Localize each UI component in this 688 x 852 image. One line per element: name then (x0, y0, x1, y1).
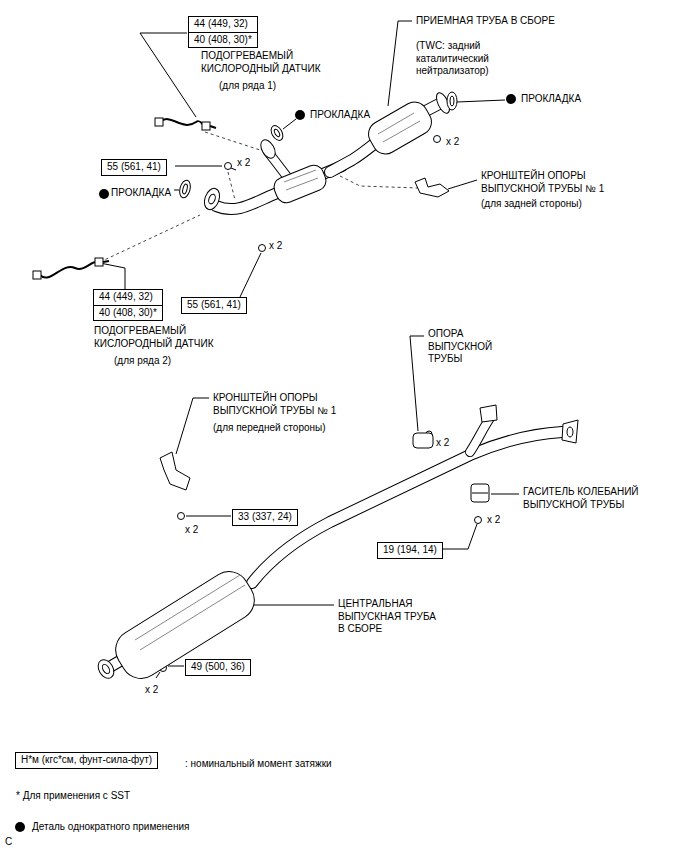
flange (202, 186, 223, 211)
legend-text: Деталь однократного применения (31, 821, 190, 834)
guide-line (205, 132, 260, 150)
leader-line (245, 605, 334, 606)
flange (95, 657, 117, 681)
part-label: x 2 (268, 240, 283, 253)
part-label: ПРОКЛАДКА (520, 93, 582, 106)
part-label: * Для применения с SST (15, 790, 131, 803)
part-label: ПОДОГРЕВАЕМЫЙ КИСЛОРОДНЫЙ ДАТЧИК (93, 325, 220, 350)
leader-line (175, 166, 222, 167)
torque-value: 44 (449, 32) (189, 17, 257, 32)
torque-value: 44 (449, 32) (94, 290, 162, 305)
exhaust-hanger (413, 433, 433, 448)
part-label: ОПОРА ВЫПУСКНОЙ ТРУБЫ (427, 328, 501, 366)
leader-line (174, 190, 179, 191)
gasket (447, 92, 457, 110)
leader-line (283, 119, 296, 129)
catalytic-converter (271, 162, 329, 206)
gasket-hole (273, 129, 280, 138)
torque-value: 49 (500, 36) (186, 660, 250, 675)
part-label: x 2 (236, 157, 251, 170)
legend-dot (15, 822, 25, 832)
shading (284, 170, 318, 190)
part-label: (для ряда 2) (113, 355, 172, 368)
part-label: x 2 (486, 514, 501, 527)
flange-hole (207, 193, 216, 204)
torque-value: Н*м (кгс*см, фунт-сила-фут) (16, 753, 157, 768)
bracket (160, 452, 190, 490)
leader-line (388, 21, 412, 106)
part-label: ПРИЕМНАЯ ТРУБА В СБОРЕ (415, 15, 556, 28)
shading (378, 113, 420, 142)
bracket (415, 178, 449, 197)
torque-box: Н*м (кгс*см, фунт-сила-фут) (15, 752, 158, 769)
oxygen-sensor (33, 258, 109, 279)
vibration-damper (472, 493, 488, 494)
torque-value: 55 (561, 41) (182, 298, 246, 313)
part-label: КРОНШТЕЙН ОПОРЫ ВЫПУСКНОЙ ТРУБЫ № 1 (480, 170, 607, 195)
part-label: (для ряда 1) (218, 80, 277, 93)
torque-value: 19 (194, 14) (378, 543, 442, 558)
torque-value: 40 (408, 30)* (189, 32, 257, 48)
flange (480, 405, 497, 422)
torque-box: 33 (337, 24) (232, 509, 298, 526)
leader-line (186, 516, 231, 517)
torque-value: 55 (561, 41) (102, 160, 166, 175)
part-label: ГАСИТЕЛЬ КОЛЕБАНИЙ ВЫПУСКНОЙ ТРУБЫ (522, 486, 654, 511)
torque-box: 49 (500, 36) (185, 659, 251, 676)
leader-line (100, 263, 125, 289)
part-label: ПРОКЛАДКА (309, 109, 371, 122)
torque-box: 44 (449, 32)40 (408, 30)* (188, 16, 258, 48)
leader-line (410, 336, 424, 431)
part-label: x 2 (144, 684, 159, 697)
part-label: ПОДОГРЕВАЕМЫЙ КИСЛОРОДНЫЙ ДАТЧИК (200, 50, 327, 75)
torque-box: 19 (194, 14) (377, 542, 443, 559)
oxygen-sensor (155, 118, 216, 130)
flange (258, 137, 278, 160)
flange-hole (567, 427, 573, 437)
part-label: КРОНШТЕЙН ОПОРЫ ВЫПУСКНОЙ ТРУБЫ № 1 (212, 392, 344, 417)
part-label: x 2 (184, 524, 199, 537)
part-label: (для задней стороны) (480, 198, 583, 211)
leader-line (176, 398, 209, 454)
single-use-dot (99, 94, 516, 199)
part-label: C (4, 836, 13, 849)
part-label: : номинальный момент затяжки (184, 758, 333, 771)
part-label: x 2 (435, 437, 450, 450)
part-label: ПРОКЛАДКА (110, 187, 172, 200)
part-label: x 2 (445, 136, 460, 149)
torque-box: 55 (561, 41) (101, 159, 167, 176)
guide-line (100, 215, 200, 262)
vibration-damper (471, 484, 489, 502)
gasket (178, 179, 192, 199)
leader-line (448, 180, 477, 189)
part-label: (TWC: задний каталитический нейтрализато… (415, 40, 517, 78)
gasket (269, 124, 286, 143)
guide-line (340, 176, 418, 188)
leader-line (491, 494, 519, 495)
muffler (108, 564, 262, 686)
leader-line (457, 100, 505, 102)
shading (135, 575, 245, 650)
gasket-hole (450, 96, 454, 106)
leader-line (168, 666, 184, 667)
torque-value: 40 (408, 30)* (94, 305, 162, 321)
torque-box: 55 (561, 41) (181, 297, 247, 314)
torque-value: 33 (337, 24) (233, 510, 297, 525)
part-label: (для передней стороны) (212, 422, 327, 435)
flange (562, 420, 578, 443)
leader-line (240, 253, 261, 297)
flange-hole (101, 663, 111, 675)
part-label: ЦЕНТРАЛЬНАЯ ВЫПУСКНАЯ ТРУБА В СБОРЕ (337, 598, 444, 636)
catalytic-converter (364, 97, 436, 158)
gasket-hole (182, 184, 188, 195)
guide-line (228, 172, 235, 200)
torque-box: 44 (449, 32)40 (408, 30)* (93, 289, 163, 321)
